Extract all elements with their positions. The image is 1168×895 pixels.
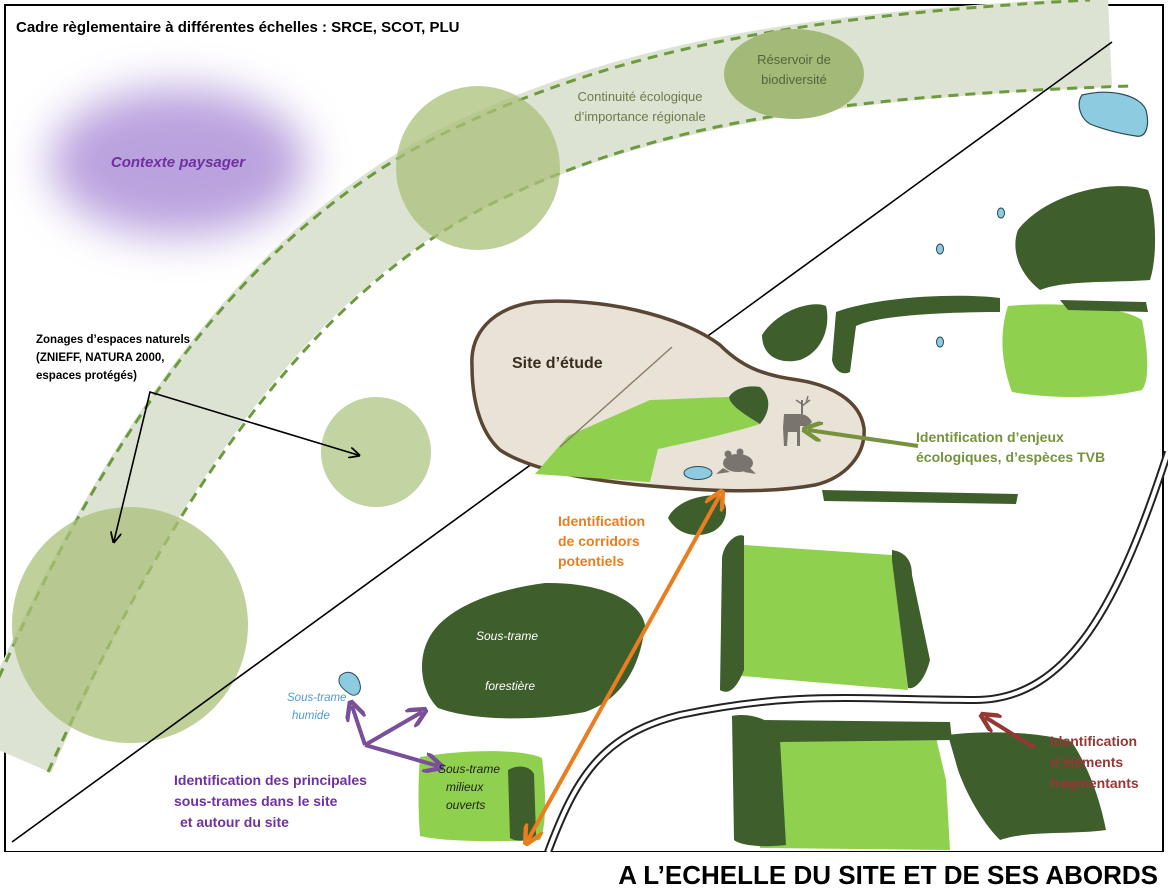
biodiversity-reservoir: [724, 29, 864, 119]
frog-icon: [716, 448, 756, 474]
natural-zone-circle-bottom: [12, 507, 248, 743]
open-subtrame-label-line3: ouverts: [446, 798, 485, 812]
subtrames-label-line2: sous-trames dans le site: [174, 793, 338, 809]
reservoir-label-line2: biodiversité: [761, 72, 827, 87]
corridors-label-line1: Identification: [558, 513, 645, 529]
fragmentation-arrow: [985, 717, 1037, 750]
stakes-label-line1: Identification d’enjeux: [916, 429, 1064, 445]
reservoir-label-line1: Réservoir de: [757, 52, 831, 67]
open-subtrame-label-line1: Sous-trame: [438, 762, 500, 776]
forest-block-bottom-right: [948, 732, 1106, 840]
study-site-woodland: [729, 386, 769, 424]
study-site-meadow: [535, 397, 760, 482]
continuity-label-line1: Continuité écologique: [577, 89, 702, 104]
forest-subtrame-label-line2: forestière: [485, 679, 535, 693]
stakes-arrow: [808, 430, 919, 448]
wetland-pond: [338, 671, 361, 696]
study-site-scale-line: [559, 346, 673, 448]
diagram-svg: Cadre règlementaire à différentes échell…: [0, 0, 1168, 852]
puddle-2: [936, 243, 944, 255]
puddle-1: [997, 207, 1005, 219]
zoning-label-line3: espaces protégés): [36, 370, 137, 382]
forest-subtrame-label-line1: Sous-trame: [476, 629, 538, 643]
subtrames-label-line1: Identification des principales: [174, 772, 367, 788]
forest-hedge-middle: [822, 490, 1018, 504]
subtrames-label-line3: et autour du site: [180, 814, 289, 830]
diagram-title: Cadre règlementaire à différentes échell…: [16, 19, 459, 36]
puddle-3: [936, 336, 944, 348]
forest-hedge-right: [1060, 300, 1148, 312]
study-site-pond: [683, 466, 713, 480]
open-field-bottom: [744, 733, 950, 850]
zoning-label-line2: (ZNIEFF, NATURA 2000,: [36, 352, 164, 364]
corridors-label-line3: potentiels: [558, 553, 624, 569]
landscape-context-blob: [50, 88, 306, 236]
open-subtrame-label-line2: milieux: [446, 780, 484, 794]
forest-edge-center-left: [720, 535, 744, 692]
open-field-center: [730, 545, 908, 690]
zoning-label-line1: Zonages d’espaces naturels: [36, 334, 190, 346]
forest-hedge-bottom: [760, 720, 952, 742]
study-site-label: Site d’étude: [512, 355, 603, 372]
footer-bar: A L’ECHELLE DU SITE ET DE SES ABORDS: [618, 860, 1158, 890]
scale-title: A L’ECHELLE DU SITE ET DE SES ABORDS: [618, 860, 1158, 890]
subtrame-arrows: [352, 706, 438, 766]
wetland-subtrame-label-line1: Sous-trame: [287, 692, 346, 704]
fragmentation-label-line1: Identification: [1050, 733, 1137, 749]
forest-edge-center-right: [892, 550, 930, 689]
forest-hedge-top: [832, 295, 1000, 374]
fragmentation-label-line2: d’éléments: [1050, 754, 1123, 770]
fragmentation-label-line3: fragmentants: [1050, 775, 1139, 791]
forest-block-top-right: [1015, 186, 1156, 290]
wetland-subtrame-label-line2: humide: [292, 710, 330, 722]
forest-block-small: [762, 304, 828, 362]
natural-zone-circle-large: [396, 86, 560, 250]
continuity-label-line2: d’importance régionale: [574, 109, 706, 124]
corridor-double-arrow: [528, 495, 720, 840]
landscape-context-label: Contexte paysager: [111, 154, 246, 171]
forest-edge-bottom-left: [732, 715, 786, 847]
stakes-label-line2: écologiques, d’espèces TVB: [916, 449, 1105, 465]
corridors-label-line2: de corridors: [558, 533, 640, 549]
zoning-pointer-arrows: [114, 390, 358, 541]
open-field-right: [1002, 304, 1148, 397]
pond-top-right: [1078, 91, 1149, 137]
natural-zone-circle-small: [321, 397, 431, 507]
